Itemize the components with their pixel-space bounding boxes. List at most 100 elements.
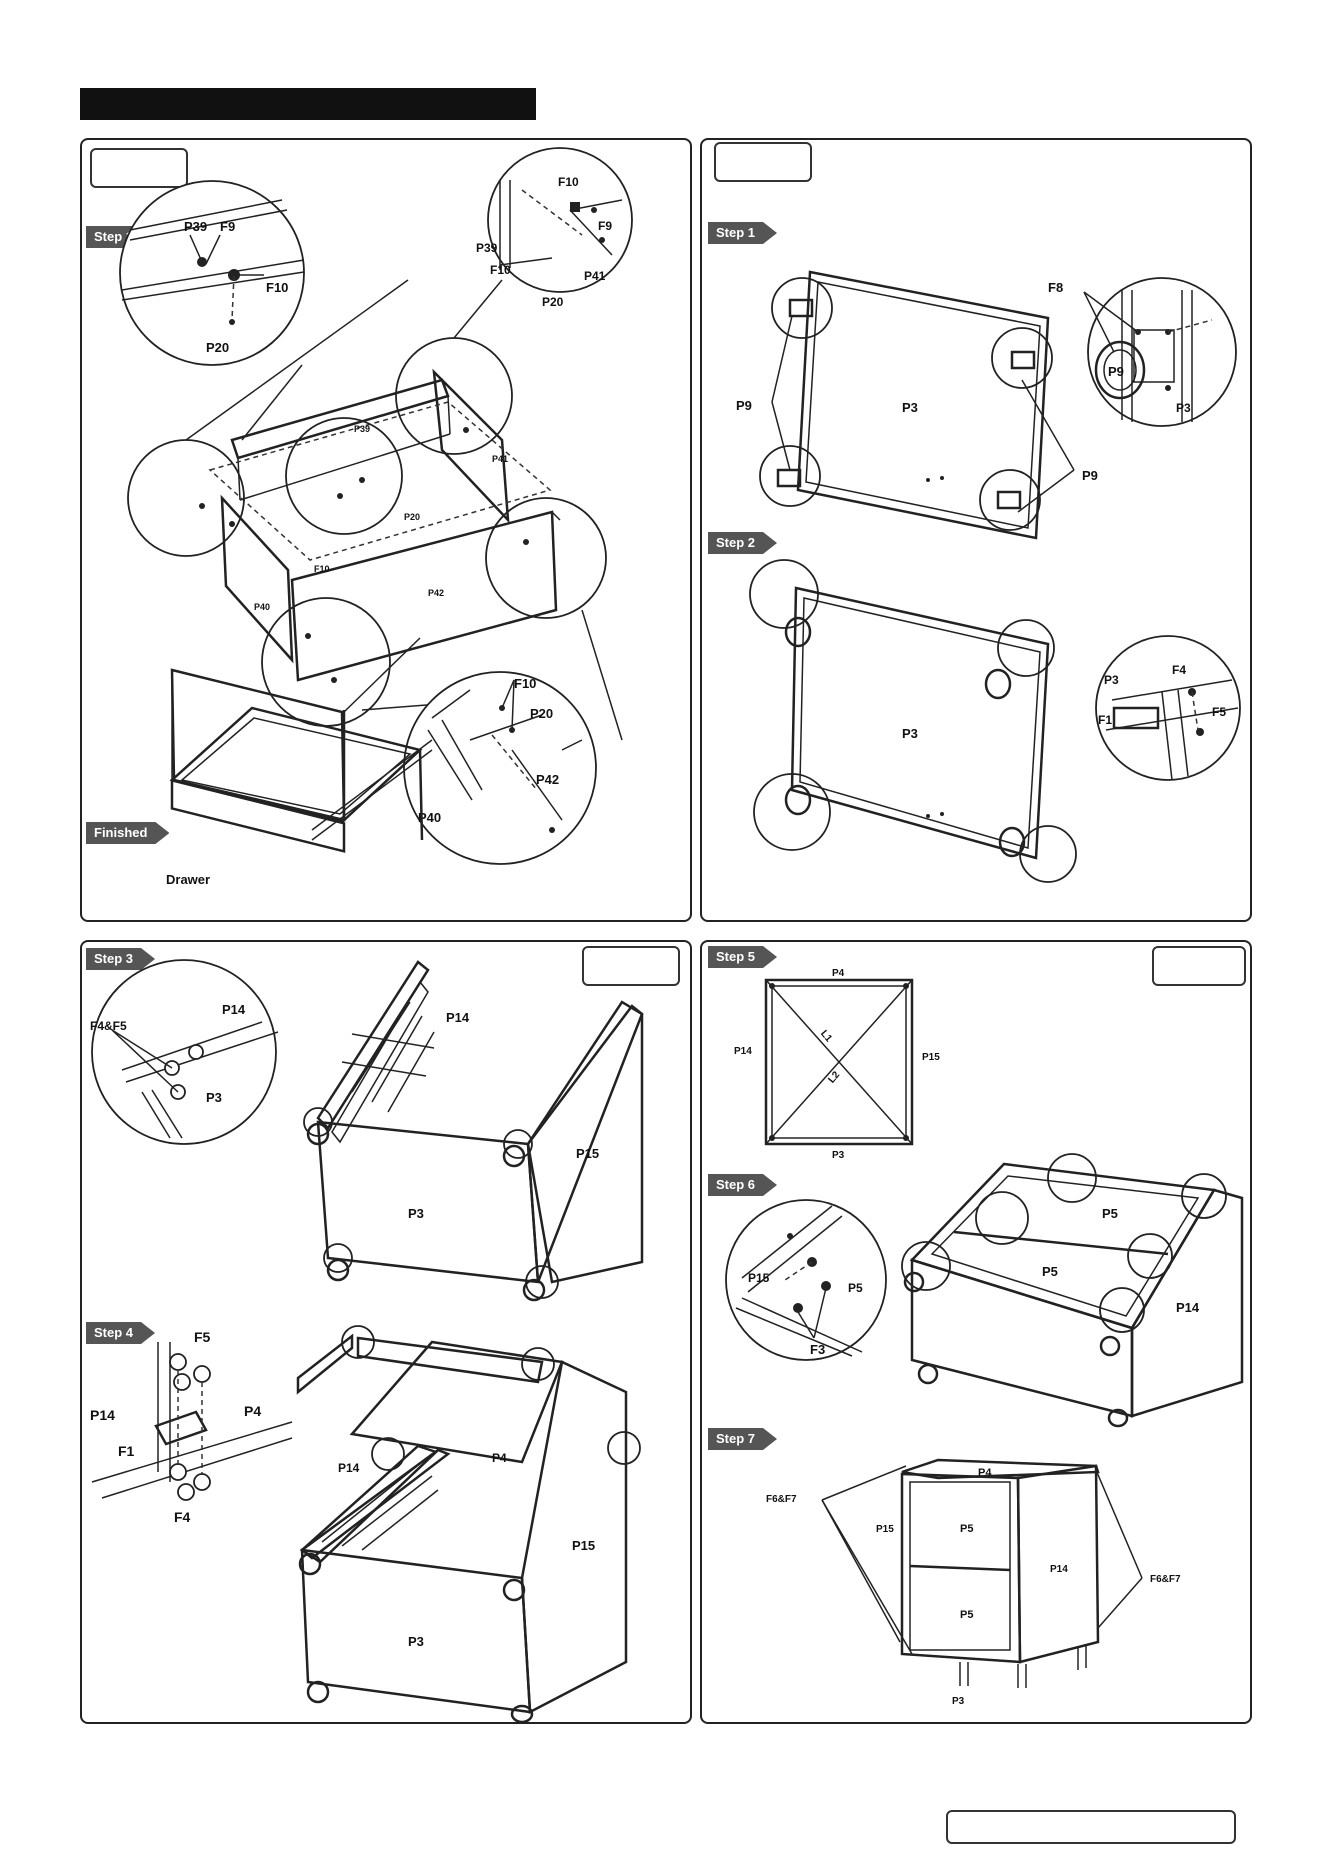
exploded-drawer: P39 P41 P20 P40 P42 F10 (127, 279, 623, 741)
step-badge: Step 7 (708, 1428, 777, 1450)
panel-label-box (714, 142, 812, 182)
step-badge: Step 2 (708, 532, 777, 554)
label-p9: P9 (1082, 468, 1098, 483)
label-p5: P5 (1042, 1264, 1058, 1279)
detail-circle-f4f5: F4&F5 P14 P3 (90, 959, 279, 1145)
section-title-bar (80, 88, 536, 120)
label-f6f7: F6&F7 (1150, 1574, 1181, 1585)
label-p9: P9 (1108, 364, 1124, 379)
step-badge: Step 1 (708, 222, 777, 244)
label-p40: P40 (418, 810, 441, 825)
label-p39: P39 (476, 241, 498, 255)
step2-frame: P3 (749, 559, 1077, 883)
frame-diagram: P3 P9 P9 P9 (736, 270, 1241, 883)
step6-assembly: P5 P5 P14 (901, 1153, 1244, 1428)
label-drawer: Drawer (166, 872, 210, 887)
label-f5: F5 (1212, 705, 1226, 719)
label-f9: F9 (598, 219, 612, 233)
panel-cabinet-sides: Step 3 Step 4 F4&F5 P14 P3 (80, 940, 692, 1724)
finished-drawer: Drawer (166, 637, 433, 887)
label-f10: F10 (314, 564, 330, 574)
label-p14: P14 (222, 1002, 246, 1017)
panel-label-box (582, 946, 680, 986)
detail-circle-f10-p41: F10 F9 P39 F10 P41 P20 (476, 147, 633, 309)
detail-circle-f8-p9: P9 F8 P3 (1048, 277, 1237, 427)
label-p3: P3 (408, 1634, 424, 1649)
label-f10: F10 (490, 263, 511, 277)
label-f4: F4 (1172, 663, 1186, 677)
panel-base-frame: Step 1 Step 2 P3 P9 P9 (700, 138, 1252, 922)
label-p15: P15 (576, 1146, 599, 1161)
step-badge: Step 5 (708, 946, 777, 968)
label-f8: F8 (1048, 280, 1063, 295)
label-p15: P15 (876, 1524, 894, 1535)
label-p14: P14 (1176, 1300, 1200, 1315)
label-p41: P41 (492, 454, 508, 464)
label-f4: F4 (174, 1509, 191, 1525)
detail-circle-p39-f9: P39 F9 F10 P20 (119, 180, 305, 366)
step4-assembly: P14 P4 P3 P15 (296, 1325, 641, 1722)
label-p14: P14 (446, 1010, 470, 1025)
label-p3: P3 (1104, 673, 1119, 687)
label-p3: P3 (832, 1150, 845, 1161)
label-f9: F9 (220, 219, 235, 234)
label-p9: P9 (736, 398, 752, 413)
label-p14: P14 (734, 1046, 752, 1057)
label-p3: P3 (902, 726, 918, 741)
label-p39: P39 (354, 424, 370, 434)
label-p15: P15 (572, 1538, 595, 1553)
label-p42: P42 (536, 772, 559, 787)
label-p20: P20 (530, 706, 553, 721)
label-f4f5: F4&F5 (90, 1019, 127, 1033)
label-p3: P3 (206, 1090, 222, 1105)
label-p40: P40 (254, 602, 270, 612)
label-f10: F10 (558, 175, 579, 189)
label-p20: P20 (206, 340, 229, 355)
label-f1: F1 (1098, 713, 1112, 727)
panel-drawer-assembly: Step 1 Finished P39 F9 F10 P20 (80, 138, 692, 922)
label-f5: F5 (194, 1329, 211, 1345)
step-badge: Step 3 (86, 948, 155, 970)
detail-circle-f10-p42: F10 P20 P42 P40 (403, 671, 597, 865)
label-p4: P4 (978, 1467, 992, 1479)
label-p5: P5 (848, 1281, 863, 1295)
detail-circle-f5-f1-f4: F5 P14 P4 F1 F4 (90, 1329, 293, 1525)
label-p5: P5 (960, 1609, 973, 1621)
label-p15: P15 (922, 1052, 940, 1063)
step7-assembly: P4 P15 P5 P5 P14 P3 F6&F7 F6&F7 (766, 1458, 1181, 1707)
footer-label-box (946, 1810, 1236, 1844)
label-f10: F10 (514, 676, 536, 691)
label-p5: P5 (1102, 1206, 1118, 1221)
step-badge: Step 4 (86, 1322, 155, 1344)
finished-badge: Finished (86, 822, 169, 844)
label-p15: P15 (748, 1271, 770, 1285)
detail-circle-f4-f5-f1: P3 F4 F5 F1 (1095, 635, 1241, 781)
label-p3: P3 (902, 400, 918, 415)
label-p3: P3 (952, 1696, 965, 1707)
cabinet-diagram-a: F4&F5 P14 P3 P14 P3 P15 (90, 959, 644, 1722)
panel-label-box (1152, 946, 1246, 986)
label-p5: P5 (960, 1523, 973, 1535)
label-f1: F1 (118, 1443, 135, 1459)
label-p14: P14 (90, 1407, 115, 1423)
label-p14: P14 (1050, 1564, 1068, 1575)
panel-cabinet-assembly: Step 5 Step 6 Step 7 P4 P3 P14 P15 L1 L2 (700, 940, 1252, 1724)
label-p20: P20 (404, 512, 420, 522)
step5-diagonal-check: P4 P3 P14 P15 L1 L2 (734, 968, 940, 1161)
detail-circle-f3: F3 P15 P5 (725, 1199, 887, 1361)
label-f10: F10 (266, 280, 288, 295)
label-p42: P42 (428, 588, 444, 598)
label-p4: P4 (492, 1451, 507, 1465)
step1-frame: P3 P9 P9 (736, 270, 1098, 540)
label-p4: P4 (832, 968, 845, 979)
cabinet-diagram-b: P4 P3 P14 P15 L1 L2 F3 P15 P5 (725, 968, 1244, 1707)
label-p20: P20 (542, 295, 564, 309)
label-p39: P39 (184, 219, 207, 234)
label-l2: L2 (826, 1069, 842, 1085)
label-p3: P3 (1176, 401, 1191, 415)
label-f6f7: F6&F7 (766, 1494, 797, 1505)
step-badge: Step 6 (708, 1174, 777, 1196)
label-f3: F3 (810, 1342, 825, 1357)
label-p14: P14 (338, 1461, 360, 1475)
step3-assembly: P14 P3 P15 (303, 960, 644, 1302)
